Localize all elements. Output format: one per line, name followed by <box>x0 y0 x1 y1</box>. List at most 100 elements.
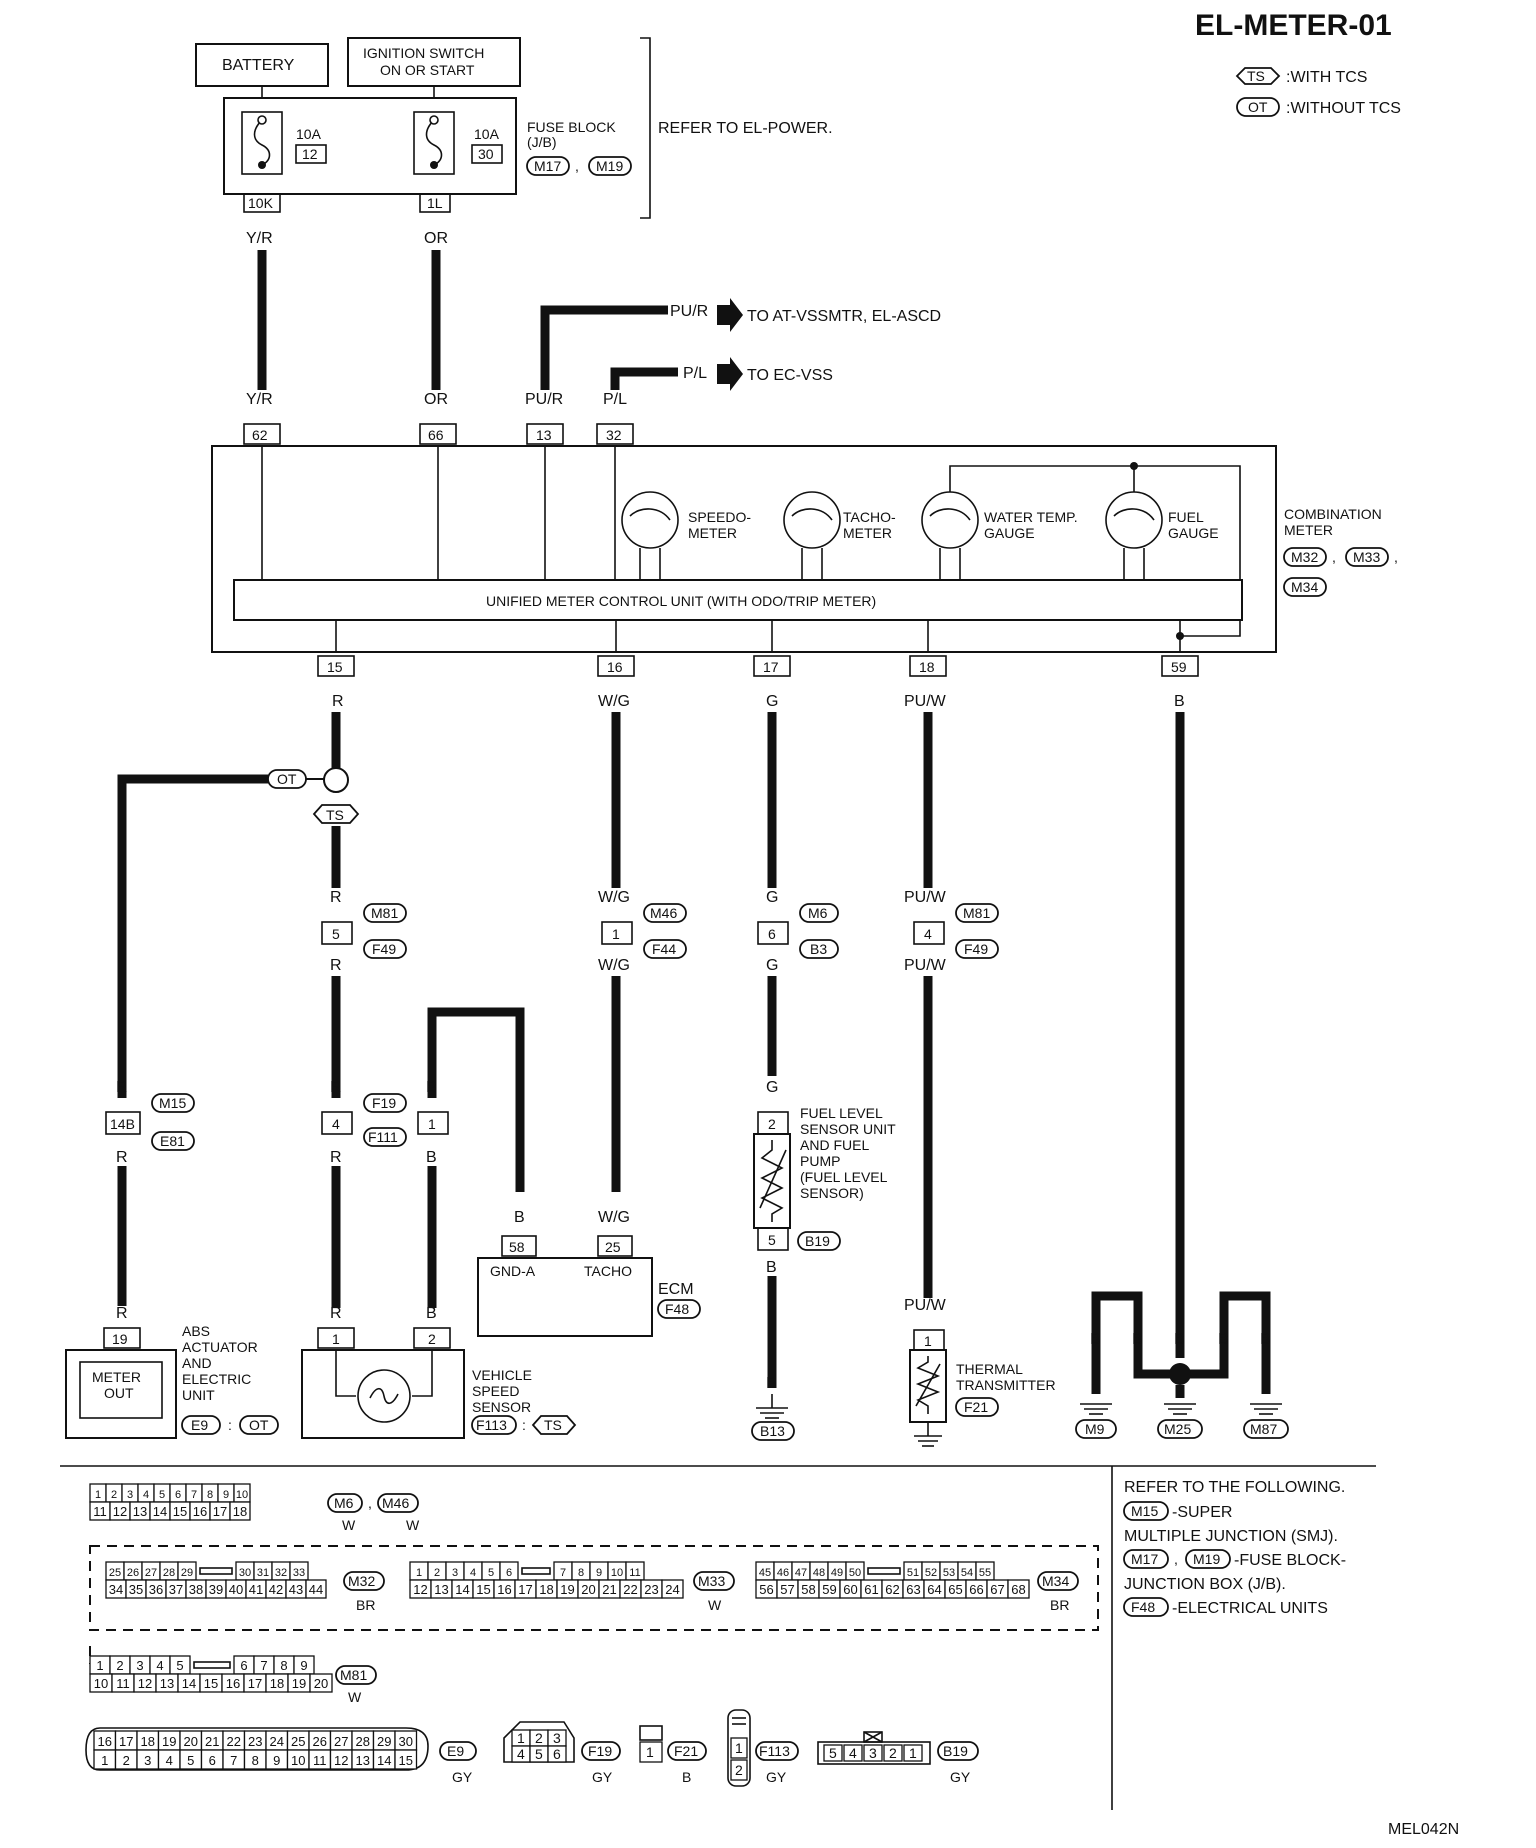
pin-number: 18 <box>539 1582 553 1597</box>
pin-number: 56 <box>759 1582 773 1597</box>
pin-number: 4 <box>166 1753 173 1768</box>
battery-label: BATTERY <box>222 57 295 74</box>
pin-number: 26 <box>313 1734 327 1749</box>
pin-number: 29 <box>377 1734 391 1749</box>
svg-text:B: B <box>426 1305 437 1322</box>
svg-text:W: W <box>348 1689 362 1705</box>
svg-text:B: B <box>426 1079 437 1096</box>
pin-number: 15 <box>399 1753 413 1768</box>
svg-text:5: 5 <box>829 1745 837 1761</box>
pin-number: 23 <box>644 1582 658 1597</box>
refer-list: REFER TO THE FOLLOWING. M15 -SUPER MULTI… <box>1123 1479 1346 1617</box>
svg-text:GY: GY <box>452 1769 473 1785</box>
svg-text:MULTIPLE JUNCTION (SMJ).: MULTIPLE JUNCTION (SMJ). <box>1124 1528 1338 1545</box>
svg-text:3: 3 <box>553 1730 561 1746</box>
pin-number: 3 <box>127 1489 133 1501</box>
svg-text:B: B <box>682 1769 691 1785</box>
pin-number: 1 <box>101 1753 108 1768</box>
pin-number: 17 <box>518 1582 532 1597</box>
pin-number: 10 <box>94 1676 108 1691</box>
conn-m17: M17 <box>534 158 561 174</box>
svg-text:M32: M32 <box>348 1573 375 1589</box>
pin-number: 12 <box>413 1582 427 1597</box>
pin-number: 12 <box>113 1504 127 1519</box>
ecm: B W/G 58 25 GND-A TACHO ECM F48 <box>477 1209 701 1337</box>
pin-cell <box>394 1749 418 1770</box>
svg-text:2: 2 <box>889 1745 897 1761</box>
svg-text:25: 25 <box>605 1239 621 1255</box>
pin-cell <box>1007 1579 1030 1599</box>
pin-number: 66 <box>969 1582 983 1597</box>
speedometer-icon <box>621 491 679 580</box>
svg-text:2: 2 <box>535 1730 543 1746</box>
pin-18: 18 <box>919 659 935 675</box>
svg-text:(FUEL LEVEL: (FUEL LEVEL <box>800 1169 888 1185</box>
svg-text:THERMAL: THERMAL <box>956 1361 1023 1377</box>
svg-text:M32: M32 <box>1291 549 1318 565</box>
refer-el-power: REFER TO EL-POWER. <box>658 120 833 137</box>
pin-number: 44 <box>309 1582 323 1597</box>
svg-text:GY: GY <box>766 1769 787 1785</box>
pin-number: 51 <box>907 1567 919 1579</box>
pin-number: 16 <box>193 1504 207 1519</box>
pin-number: 43 <box>289 1582 303 1597</box>
pin-number: 64 <box>927 1582 941 1597</box>
fuse2-num: 30 <box>478 146 494 162</box>
pin-number: 10 <box>236 1489 248 1501</box>
pin-number: 40 <box>229 1582 243 1597</box>
svg-text:6: 6 <box>768 926 776 942</box>
svg-text:SENSOR: SENSOR <box>472 1399 531 1415</box>
svg-text:SENSOR): SENSOR) <box>800 1185 864 1201</box>
svg-text:1: 1 <box>428 1116 436 1132</box>
svg-text:M25: M25 <box>1164 1421 1191 1437</box>
pin-number: 60 <box>843 1582 857 1597</box>
pin-number: 20 <box>184 1734 198 1749</box>
pin-number: 15 <box>173 1504 187 1519</box>
pin-62: 62 <box>252 427 268 443</box>
pin-number: 68 <box>1011 1582 1025 1597</box>
pin-number: 5 <box>159 1489 165 1501</box>
pin-number: 7 <box>191 1489 197 1501</box>
svg-text:B: B <box>766 1259 777 1276</box>
pin-number: 13 <box>160 1676 174 1691</box>
svg-text:BR: BR <box>356 1597 375 1613</box>
pin-number: 12 <box>334 1753 348 1768</box>
pin-number: 20 <box>581 1582 595 1597</box>
pin-number: 6 <box>209 1753 216 1768</box>
svg-text:,: , <box>1332 549 1336 565</box>
svg-text:F49: F49 <box>964 941 988 957</box>
wire-or-top: OR <box>424 230 448 247</box>
diagram-code: MEL042N <box>1388 1821 1459 1838</box>
pin-number: 19 <box>162 1734 176 1749</box>
svg-text:G: G <box>766 889 778 906</box>
svg-text:B: B <box>1090 1331 1101 1348</box>
svg-text:R: R <box>330 957 342 974</box>
svg-text:M19: M19 <box>1193 1551 1220 1567</box>
pin-number: 5 <box>488 1567 494 1579</box>
pin-number: 9 <box>596 1567 602 1579</box>
pin-number: 62 <box>885 1582 899 1597</box>
svg-text:W/G: W/G <box>598 1209 630 1226</box>
pin-number: 8 <box>578 1567 584 1579</box>
pin-number: 10 <box>611 1567 623 1579</box>
svg-text:M33: M33 <box>1353 549 1380 565</box>
pin-number: 3 <box>144 1753 151 1768</box>
arrow-pl <box>717 357 743 391</box>
svg-text:JUNCTION BOX (J/B).: JUNCTION BOX (J/B). <box>1124 1576 1286 1593</box>
pin-number: 25 <box>109 1567 121 1579</box>
svg-text:14B: 14B <box>110 1116 135 1132</box>
pin-number: 27 <box>145 1567 157 1579</box>
pin-number: 18 <box>141 1734 155 1749</box>
ecm-label: ECM <box>658 1281 694 1298</box>
pin-number: 9 <box>300 1658 307 1673</box>
pin-15: 15 <box>327 659 343 675</box>
svg-text:F19: F19 <box>588 1743 612 1759</box>
svg-text:E9: E9 <box>191 1417 208 1433</box>
svg-text:B3: B3 <box>810 941 827 957</box>
svg-text:R: R <box>330 1149 342 1166</box>
ground-m87-icon <box>1250 1403 1282 1415</box>
svg-text::: : <box>522 1417 526 1433</box>
svg-text:METER: METER <box>843 525 892 541</box>
fuse-block-label: FUSE BLOCK <box>527 119 616 135</box>
